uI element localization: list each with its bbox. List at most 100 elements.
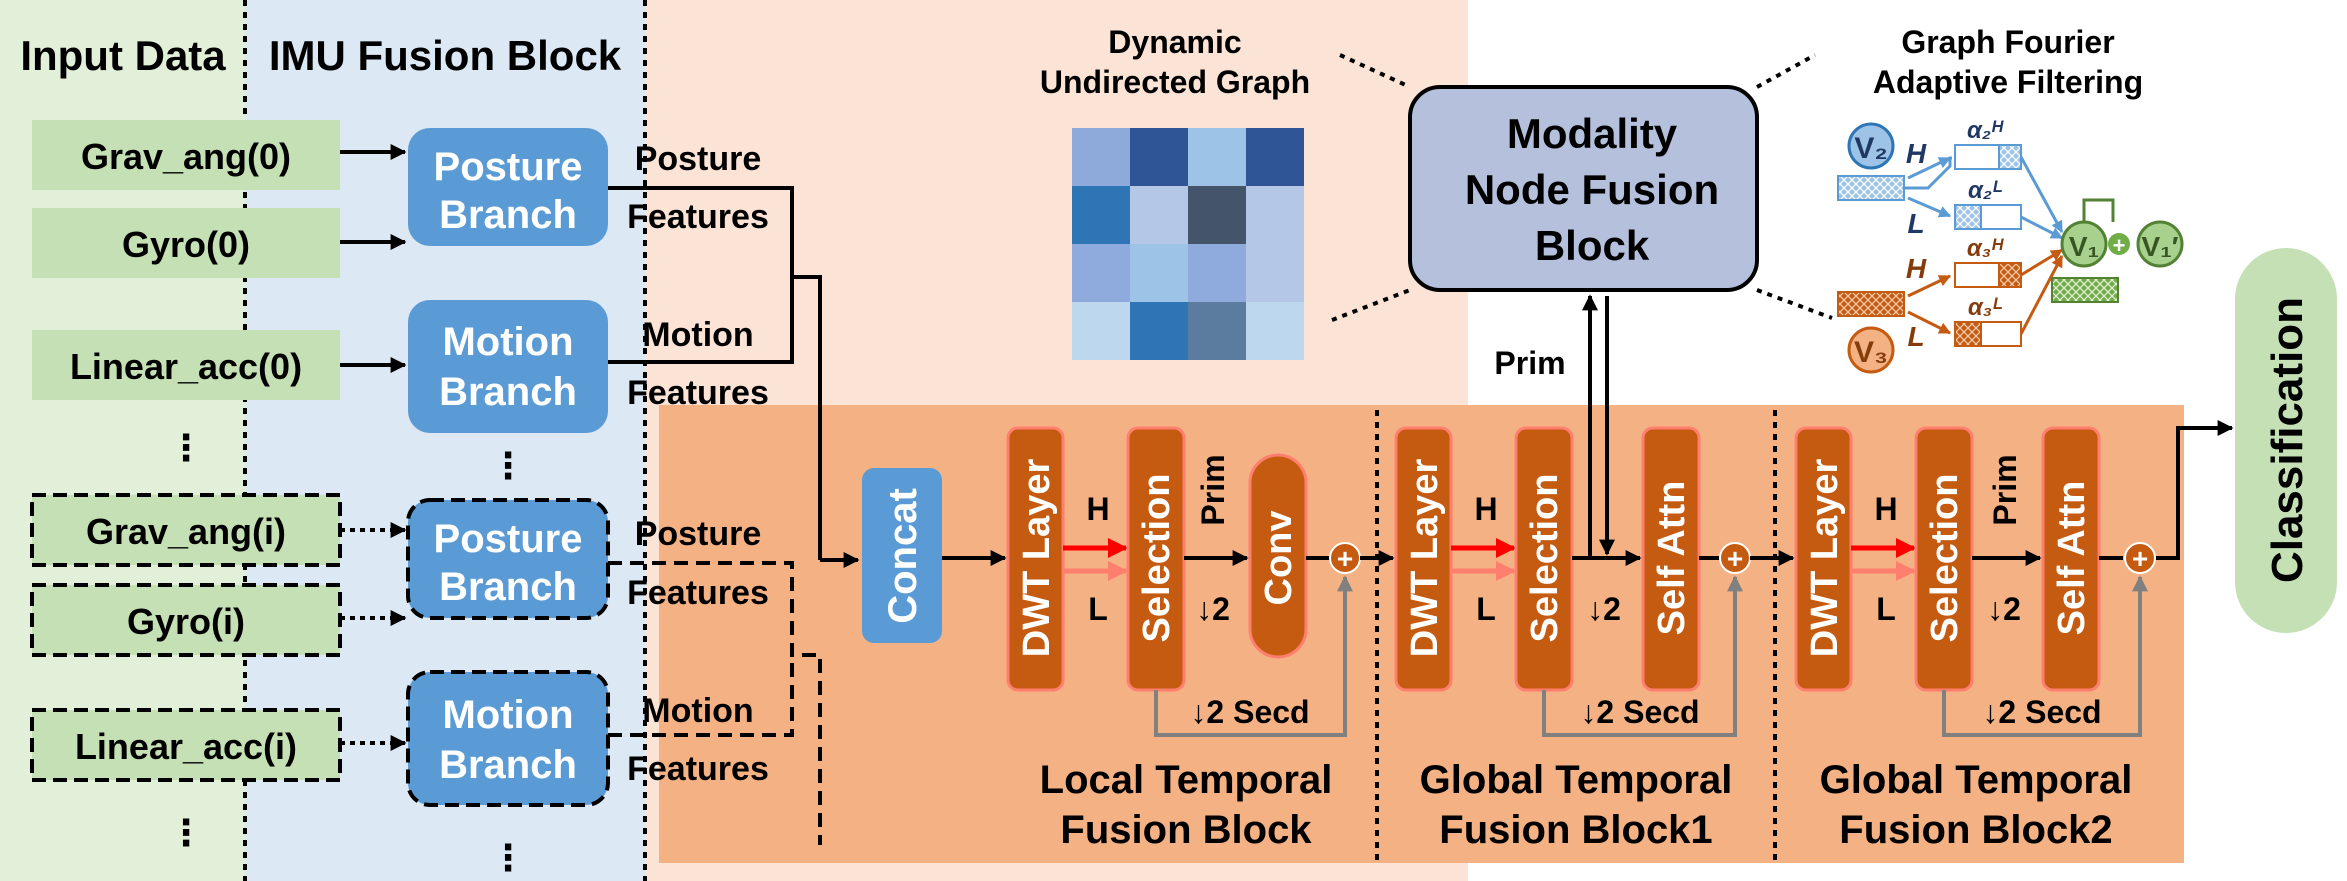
global1-title-2: Fusion Block1 xyxy=(1439,808,1712,852)
global2-prim-label: Prim xyxy=(1987,454,2023,525)
imu-fusion-title: IMU Fusion Block xyxy=(269,32,622,79)
heatmap-cell xyxy=(1188,128,1246,186)
dotted-link-3 xyxy=(1756,53,1816,89)
gfaf-title-2: Adaptive Filtering xyxy=(1873,64,2143,100)
a3l-to-v1 xyxy=(2019,254,2064,335)
motion-features-i-a: Motion xyxy=(642,692,753,730)
v2-h-arrow xyxy=(1907,156,1952,180)
heatmap-cell xyxy=(1188,186,1246,244)
a2l-label: α₂ᴸ xyxy=(1968,177,2002,204)
input-box-gyro-i xyxy=(30,583,342,657)
v3-l-label: L xyxy=(1907,321,1924,352)
a3h-bar-fill xyxy=(1998,262,2022,288)
global1-title-1: Global Temporal xyxy=(1420,758,1733,802)
global1-secd-path xyxy=(1542,575,1743,737)
a2h-label: α₂ᴴ xyxy=(1967,117,2004,144)
route-posture-i xyxy=(608,561,822,845)
posture-branch-0-line2: Branch xyxy=(439,193,577,237)
local-title-2: Fusion Block xyxy=(1060,808,1312,852)
v3-h-label: H xyxy=(1906,253,1927,284)
a3h-to-v1 xyxy=(2020,248,2064,277)
v2-label: V₂ xyxy=(1854,132,1887,165)
global2-h-label: H xyxy=(1874,491,1897,527)
v3-h-arrow xyxy=(1907,274,1952,298)
a3h-label: α₃ᴴ xyxy=(1967,235,2004,262)
input-label-grav-ang-i: Grav_ang(i) xyxy=(86,511,286,552)
concat-label: Concat xyxy=(881,488,925,624)
dynamic-graph-title-2: Undirected Graph xyxy=(1040,64,1310,100)
local-dwt-layer xyxy=(1006,426,1065,692)
local-conv-label: Conv xyxy=(1258,511,1300,606)
posture-branch-0-line1: Posture xyxy=(434,145,583,189)
motion-branch-0-line2: Branch xyxy=(439,370,577,414)
a3l-bar-fill xyxy=(1954,321,1982,347)
input-label-gyro-0: Gyro(0) xyxy=(122,224,250,265)
motion-features-i-b: Features xyxy=(627,750,769,788)
route-motion-i xyxy=(608,655,794,737)
global1-selection-label: Selection xyxy=(1524,474,1566,643)
classification-label: Classification xyxy=(2263,297,2312,583)
global1-dwt-label: DWT Layer xyxy=(1404,459,1446,658)
local-secd-label: ↓2 Secd xyxy=(1190,694,1309,730)
global2-title-2: Fusion Block2 xyxy=(1839,808,2112,852)
heatmap-cell xyxy=(1130,186,1188,244)
v1-plus xyxy=(2108,233,2130,255)
local-h-label: H xyxy=(1086,491,1109,527)
local-dwt-label: DWT Layer xyxy=(1016,459,1058,658)
modality-prim-label: Prim xyxy=(1494,345,1565,381)
global1-secd-label: ↓2 Secd xyxy=(1580,694,1699,730)
local-secd-path xyxy=(1154,575,1353,737)
global2-self-attn-label: Self Attn xyxy=(2051,481,2093,636)
local-down2: ↓2 xyxy=(1196,591,1230,627)
input-data-title: Input Data xyxy=(20,32,226,79)
v3-feature xyxy=(1837,291,1905,317)
input-dots-1: ⋮ xyxy=(168,427,204,468)
modality-line3: Block xyxy=(1535,222,1650,269)
global2-dwt-layer xyxy=(1794,426,1853,692)
input-box-linear-acc-0 xyxy=(32,330,340,400)
global2-dwt-label: DWT Layer xyxy=(1804,459,1846,658)
route-motion-0 xyxy=(608,277,794,364)
gfaf-title-1: Graph Fourier xyxy=(1901,24,2114,60)
heatmap-cell xyxy=(1072,244,1130,302)
motion-branch-0 xyxy=(408,300,608,433)
local-prim-label: Prim xyxy=(1195,454,1231,525)
posture-features-0-b: Features xyxy=(627,198,769,236)
posture-branch-0 xyxy=(408,128,608,246)
local-plus-sign: + xyxy=(1337,543,1353,574)
global2-plus xyxy=(2124,542,2156,574)
global1-h-label: H xyxy=(1474,491,1497,527)
input-label-grav-ang-0: Grav_ang(0) xyxy=(81,136,291,177)
v1-feature xyxy=(2051,277,2119,303)
heatmap-cell xyxy=(1130,244,1188,302)
concat-box xyxy=(862,468,942,643)
a3l-label: α₃ᴸ xyxy=(1968,294,2002,321)
global2-secd-path xyxy=(1942,575,2148,737)
a2l-to-v1 xyxy=(2020,215,2064,240)
v1-plus-sign: + xyxy=(2113,233,2126,258)
global2-secd-label: ↓2 Secd xyxy=(1982,694,2101,730)
heatmap-cell xyxy=(1130,128,1188,186)
adjacency-heatmap xyxy=(1072,128,1304,360)
posture-branch-i-line1: Posture xyxy=(434,517,583,561)
branch-dots-bottom: ⋮ xyxy=(490,837,526,878)
heatmap-cell xyxy=(1246,244,1304,302)
global1-plus-sign: + xyxy=(1727,543,1743,574)
v2-node xyxy=(1847,122,1895,170)
global2-down2: ↓2 xyxy=(1987,591,2021,627)
posture-features-i-b: Features xyxy=(627,574,769,612)
v1-prime-node xyxy=(2136,220,2184,268)
v2-h-label: H xyxy=(1906,138,1927,169)
global2-selection-label: Selection xyxy=(1924,474,1966,643)
motion-branch-0-line1: Motion xyxy=(442,320,573,364)
input-label-linear-acc-i: Linear_acc(i) xyxy=(75,726,297,767)
posture-features-i-a: Posture xyxy=(635,515,762,553)
v1-prime-label: V₁′ xyxy=(2142,231,2179,262)
posture-branch-i-line2: Branch xyxy=(439,565,577,609)
modality-node-fusion-block xyxy=(1408,85,1759,292)
dotted-link-1 xyxy=(1339,53,1411,89)
input-box-grav-ang-0 xyxy=(32,120,340,190)
heatmap-cell xyxy=(1246,128,1304,186)
modality-line1: Modality xyxy=(1507,110,1678,157)
